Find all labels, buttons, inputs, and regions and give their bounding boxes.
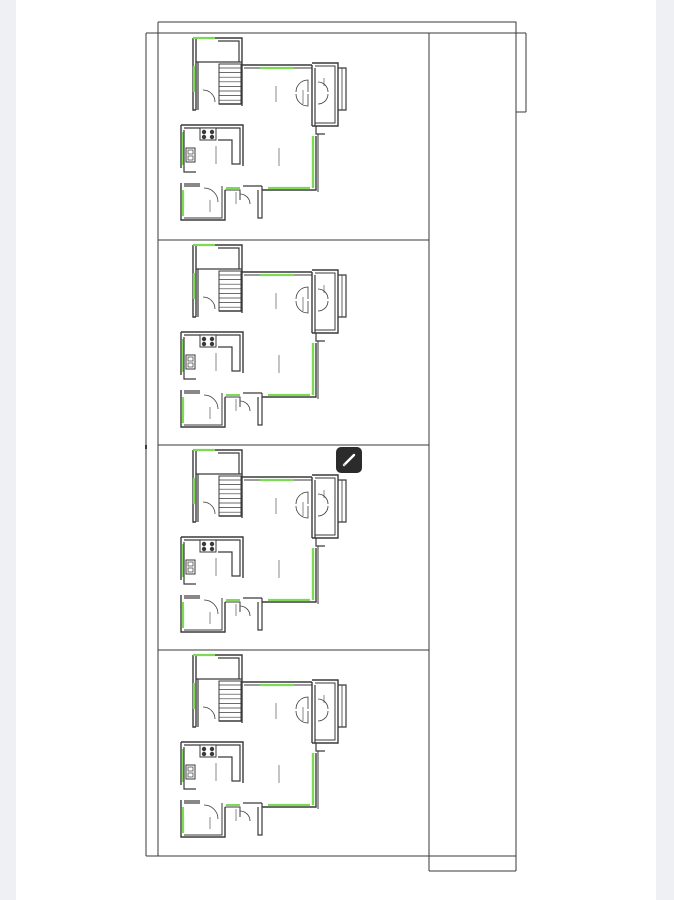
pencil-icon (341, 452, 357, 468)
stair-block (192, 36, 243, 111)
bathroom (180, 595, 262, 633)
floor-plan (180, 243, 347, 428)
stair-block (192, 448, 243, 523)
balcony-bay (295, 679, 347, 752)
kitchen (180, 536, 244, 585)
kitchen (180, 331, 244, 380)
balcony-bay (295, 269, 347, 342)
floor-plan (180, 448, 347, 633)
floor-plan (180, 36, 347, 221)
bathroom (180, 183, 262, 221)
balcony-bay (295, 62, 347, 135)
kitchen (180, 741, 244, 790)
stair-block (192, 243, 243, 318)
stair-block (192, 653, 243, 728)
bathroom (180, 800, 262, 838)
living-room (242, 271, 319, 426)
balcony-bay (295, 474, 347, 547)
floor-plan (180, 653, 347, 838)
kitchen (180, 124, 244, 173)
living-room (242, 64, 319, 219)
living-room (242, 681, 319, 836)
bathroom (180, 390, 262, 428)
sheet-frame (145, 21, 527, 872)
edit-button[interactable] (336, 447, 362, 473)
living-room (242, 476, 319, 631)
